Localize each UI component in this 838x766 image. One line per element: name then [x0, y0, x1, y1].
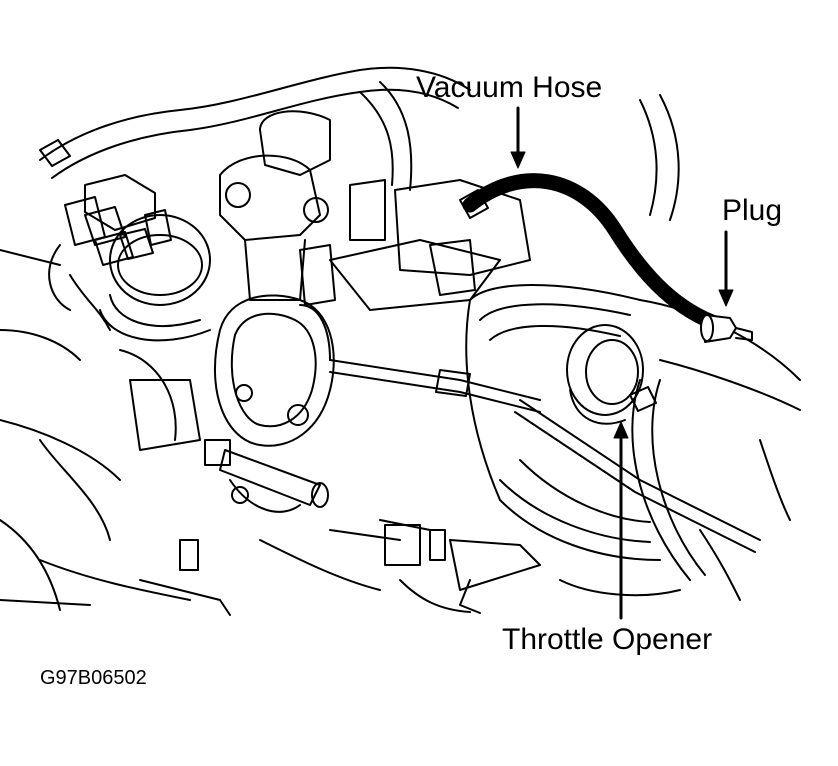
- round-valve: [99, 214, 211, 342]
- figure-code: G97B06502: [40, 667, 147, 689]
- plug: [700, 314, 753, 343]
- plug-callout: Plug: [722, 194, 783, 227]
- vacuum-hose: [462, 173, 720, 330]
- vacuum-hose-callout: Vacuum Hose: [416, 71, 603, 104]
- intake-body: [219, 110, 531, 311]
- hose-fitting: [459, 189, 489, 219]
- accelerator-cable: [329, 359, 761, 614]
- electrical-connector: [0, 174, 172, 331]
- throttle-linkage: [204, 294, 335, 513]
- callout-arrows: [510, 106, 734, 620]
- throttle-opener-callout: Throttle Opener: [502, 623, 713, 656]
- lower-engine: [0, 329, 791, 616]
- upper-hoses: [39, 66, 680, 221]
- throttle-opener-part: [566, 324, 657, 425]
